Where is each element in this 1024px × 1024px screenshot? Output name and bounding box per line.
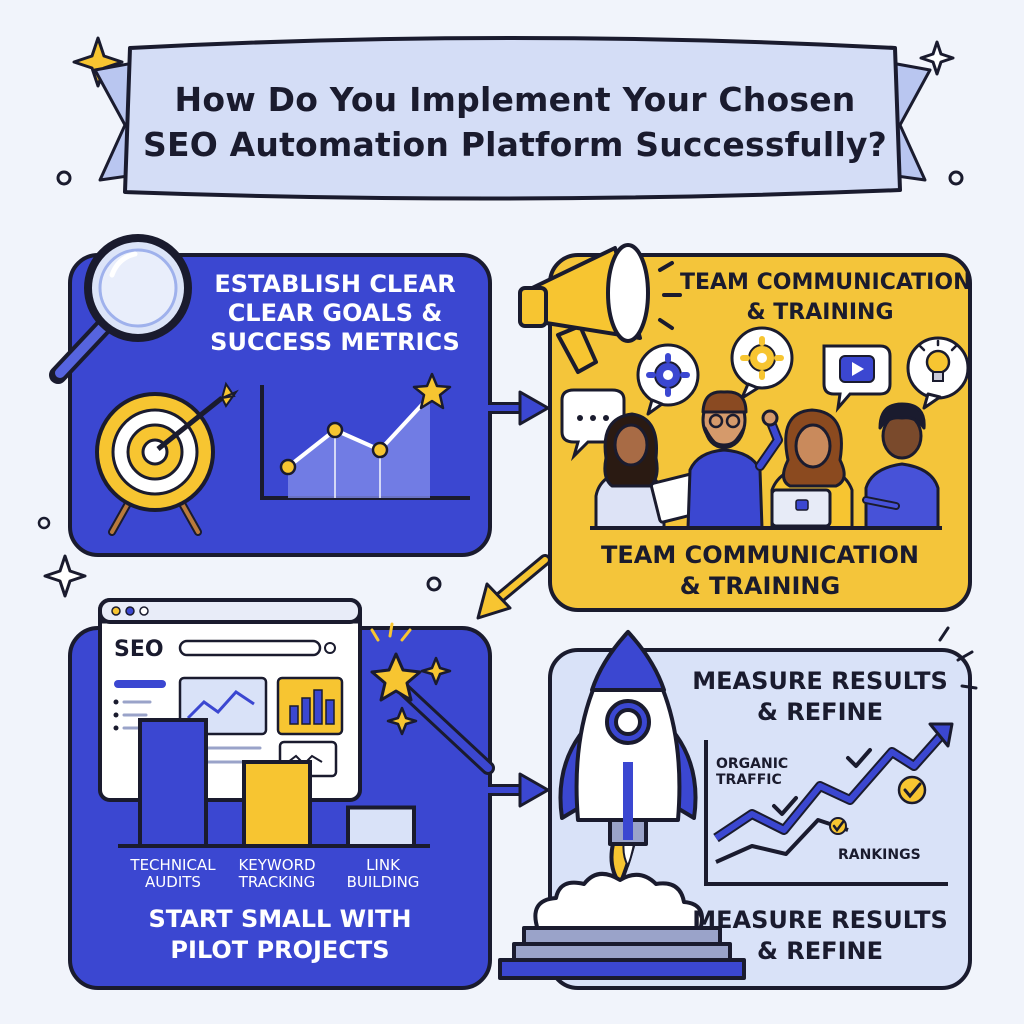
team-header: Team Communication & Training — [680, 268, 972, 327]
goals-title-line: Success Metrics — [210, 327, 460, 356]
browser-seo-label: SEO — [114, 637, 164, 662]
arrow-goals-to-team — [488, 390, 550, 426]
organic-traffic-line: Organic — [716, 756, 789, 772]
pilot-title-line: Pilot Projects — [170, 936, 390, 965]
video-icon — [822, 344, 892, 413]
magnifier-icon — [49, 234, 192, 384]
measure-footer-line: & Refine — [757, 937, 883, 966]
panel-pilot — [68, 598, 495, 990]
target-icon — [95, 381, 239, 536]
panel-goals — [49, 234, 492, 557]
bar-label-keyword-tracking: Keyword Tracking — [222, 857, 332, 891]
bar-label-line: Building — [346, 872, 420, 891]
team-footer: Team Communication & Training — [560, 540, 960, 602]
pilot-bar-chart — [138, 718, 416, 848]
measure-footer-line: Measure Results — [692, 906, 948, 934]
rankings-label: Rankings — [838, 847, 921, 863]
organic-traffic-line: Traffic — [716, 771, 782, 788]
page-title-line-2: SEO Automation Platform Successfully? — [142, 125, 888, 164]
arrow-pilot-to-measure — [488, 772, 550, 808]
pilot-bar — [242, 760, 312, 848]
sparkle-icon — [919, 40, 955, 76]
bar-label-line: Audits — [145, 872, 201, 891]
checkmark-icon — [897, 775, 927, 805]
bar-label-line: Technical — [130, 856, 216, 874]
arrow-team-to-pilot — [476, 554, 551, 620]
goals-title: Establish Clear Clear Goals & Success Me… — [190, 270, 480, 356]
checkmark-icon — [829, 817, 847, 835]
pilot-bar — [138, 718, 208, 848]
bar-label-link-building: Link Building — [328, 857, 438, 891]
panel-measure — [498, 626, 978, 990]
sparkle-icon — [72, 36, 124, 88]
launch-platform — [498, 872, 746, 980]
lightbulb-icon — [906, 336, 970, 410]
team-header-line: & Training — [746, 299, 894, 325]
goals-line-chart — [260, 372, 470, 500]
goals-title-line: Establish Clear — [214, 270, 456, 298]
measure-growth-chart — [704, 722, 954, 886]
team-people-illustration — [590, 390, 942, 530]
bar-label-line: Link — [366, 856, 400, 874]
gear-icon — [636, 343, 700, 416]
rocket-icon — [558, 630, 698, 886]
measure-header-line: Measure Results — [692, 667, 948, 695]
pilot-title: Start Small With Pilot Projects — [90, 904, 470, 966]
panel-team — [518, 243, 972, 612]
bar-label-technical-audits: Technical Audits — [118, 857, 228, 891]
measure-header-line: & Refine — [757, 698, 883, 727]
goals-title-line: Clear Goals & — [227, 298, 443, 327]
gear-icon — [730, 326, 794, 400]
measure-footer: Measure Results & Refine — [680, 905, 960, 967]
sparkle-icon — [43, 554, 87, 598]
pilot-title-line: Start Small With — [148, 905, 412, 933]
pilot-bar — [346, 805, 416, 848]
organic-traffic-label: Organic Traffic — [716, 756, 789, 788]
star-icon — [412, 372, 452, 410]
magic-wand-icon — [370, 622, 495, 775]
team-footer-line: & Training — [679, 572, 841, 601]
measure-header: Measure Results & Refine — [680, 666, 960, 728]
team-header-line: Team Communication — [680, 270, 972, 295]
team-footer-line: Team Communication — [601, 541, 919, 569]
bar-label-line: Tracking — [238, 872, 316, 891]
page-title-line-1: How Do You Implement Your Chosen — [174, 80, 856, 119]
checkmark-icon — [772, 748, 872, 816]
bar-label-line: Keyword — [238, 856, 316, 874]
megaphone-icon — [518, 243, 682, 374]
title-banner — [93, 36, 932, 201]
